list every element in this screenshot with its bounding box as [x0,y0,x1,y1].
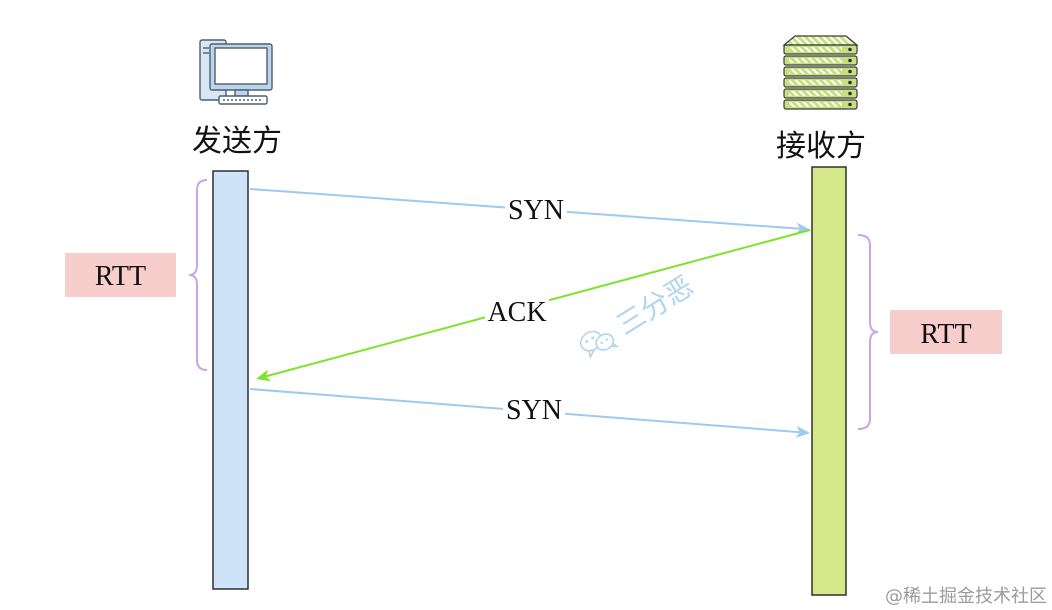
monitor-screen [214,47,268,85]
watermark: 三分恶 [579,269,699,360]
arrowhead [795,222,810,235]
sender-label: 发送方 [192,124,282,159]
receiver-lifeline [811,166,847,596]
message-syn-second: SYN [249,388,810,438]
arrowhead [795,425,810,438]
message-label: SYN [506,395,562,426]
arrowhead [256,369,272,382]
server-unit [783,44,858,55]
receiver-label: 接收方 [776,129,866,164]
sender-lifeline [212,170,249,590]
wechat-icon-eyes [585,336,608,345]
label-background [485,298,549,325]
rtt-brace-left [188,179,208,371]
rtt-label-left: RTT [95,261,146,292]
message-syn-first: SYN [249,188,810,235]
footer-credit: @稀土掘金技术社区 [885,586,1047,607]
label-background [503,396,565,423]
message-label: SYN [508,195,564,226]
server-unit [783,66,858,77]
label-background [505,197,567,224]
message-label: ACK [487,297,546,328]
server-rack-icon [782,35,859,110]
server-unit [783,99,858,110]
rtt-brace-right [857,234,879,430]
server-unit [783,88,858,99]
rtt-box-right [890,310,1002,354]
server-top [782,35,859,46]
monitor-stand [234,89,249,97]
server-unit [783,77,858,88]
server-unit [783,55,858,66]
wechat-icon [579,330,620,360]
rtt-label-right: RTT [920,319,971,350]
rtt-box-left [65,253,176,297]
message-ack: ACK [256,229,811,382]
desktop-computer-icon [199,39,273,105]
